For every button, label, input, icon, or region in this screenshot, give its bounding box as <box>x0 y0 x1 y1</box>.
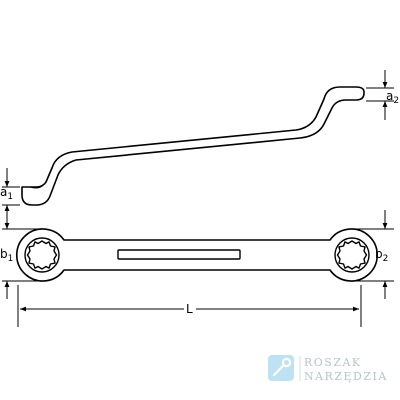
dimension-b1 <box>2 210 38 299</box>
watermark: ROSZAK NARZĘDZIA <box>268 355 388 383</box>
shaft-recess <box>117 249 241 260</box>
side-view-inner-line <box>29 183 45 189</box>
b2-label: b2 <box>375 247 388 264</box>
left-ring <box>24 237 60 273</box>
dimension-b2 <box>356 210 394 299</box>
a1-label: a1 <box>0 185 13 202</box>
side-view <box>21 86 365 206</box>
a2-label: a2 <box>386 89 399 106</box>
dimension-a2 <box>366 70 394 120</box>
L-label-bg <box>184 300 196 316</box>
side-view-outline <box>21 86 365 206</box>
watermark-line1: ROSZAK <box>304 356 362 369</box>
wrench-icon <box>272 357 292 377</box>
right-ring <box>334 237 370 273</box>
watermark-line2: NARZĘDZIA <box>304 370 388 383</box>
top-view-outline <box>16 228 378 282</box>
L-label: L <box>186 302 193 316</box>
b1-label: b1 <box>0 247 13 264</box>
top-view <box>16 228 378 282</box>
